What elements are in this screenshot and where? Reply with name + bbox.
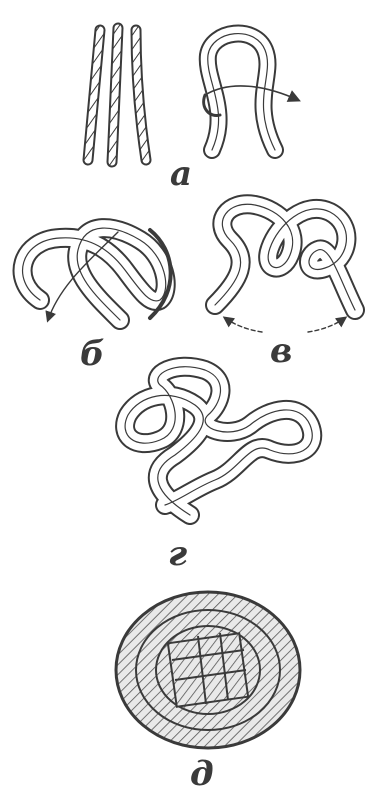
step-label-b: б: [80, 334, 105, 374]
step-a-strands: [88, 28, 146, 162]
step-d-finished-knot: [116, 592, 300, 748]
step-label-d: д: [190, 754, 214, 793]
step-label-v: в: [270, 331, 292, 371]
step-a-loop: [204, 34, 298, 150]
step-label-g: г: [168, 534, 187, 574]
step-g-knot: [125, 367, 312, 515]
step-b-knot: [23, 228, 171, 320]
step-v-knot: [215, 204, 355, 332]
step-label-a: а: [170, 154, 192, 194]
